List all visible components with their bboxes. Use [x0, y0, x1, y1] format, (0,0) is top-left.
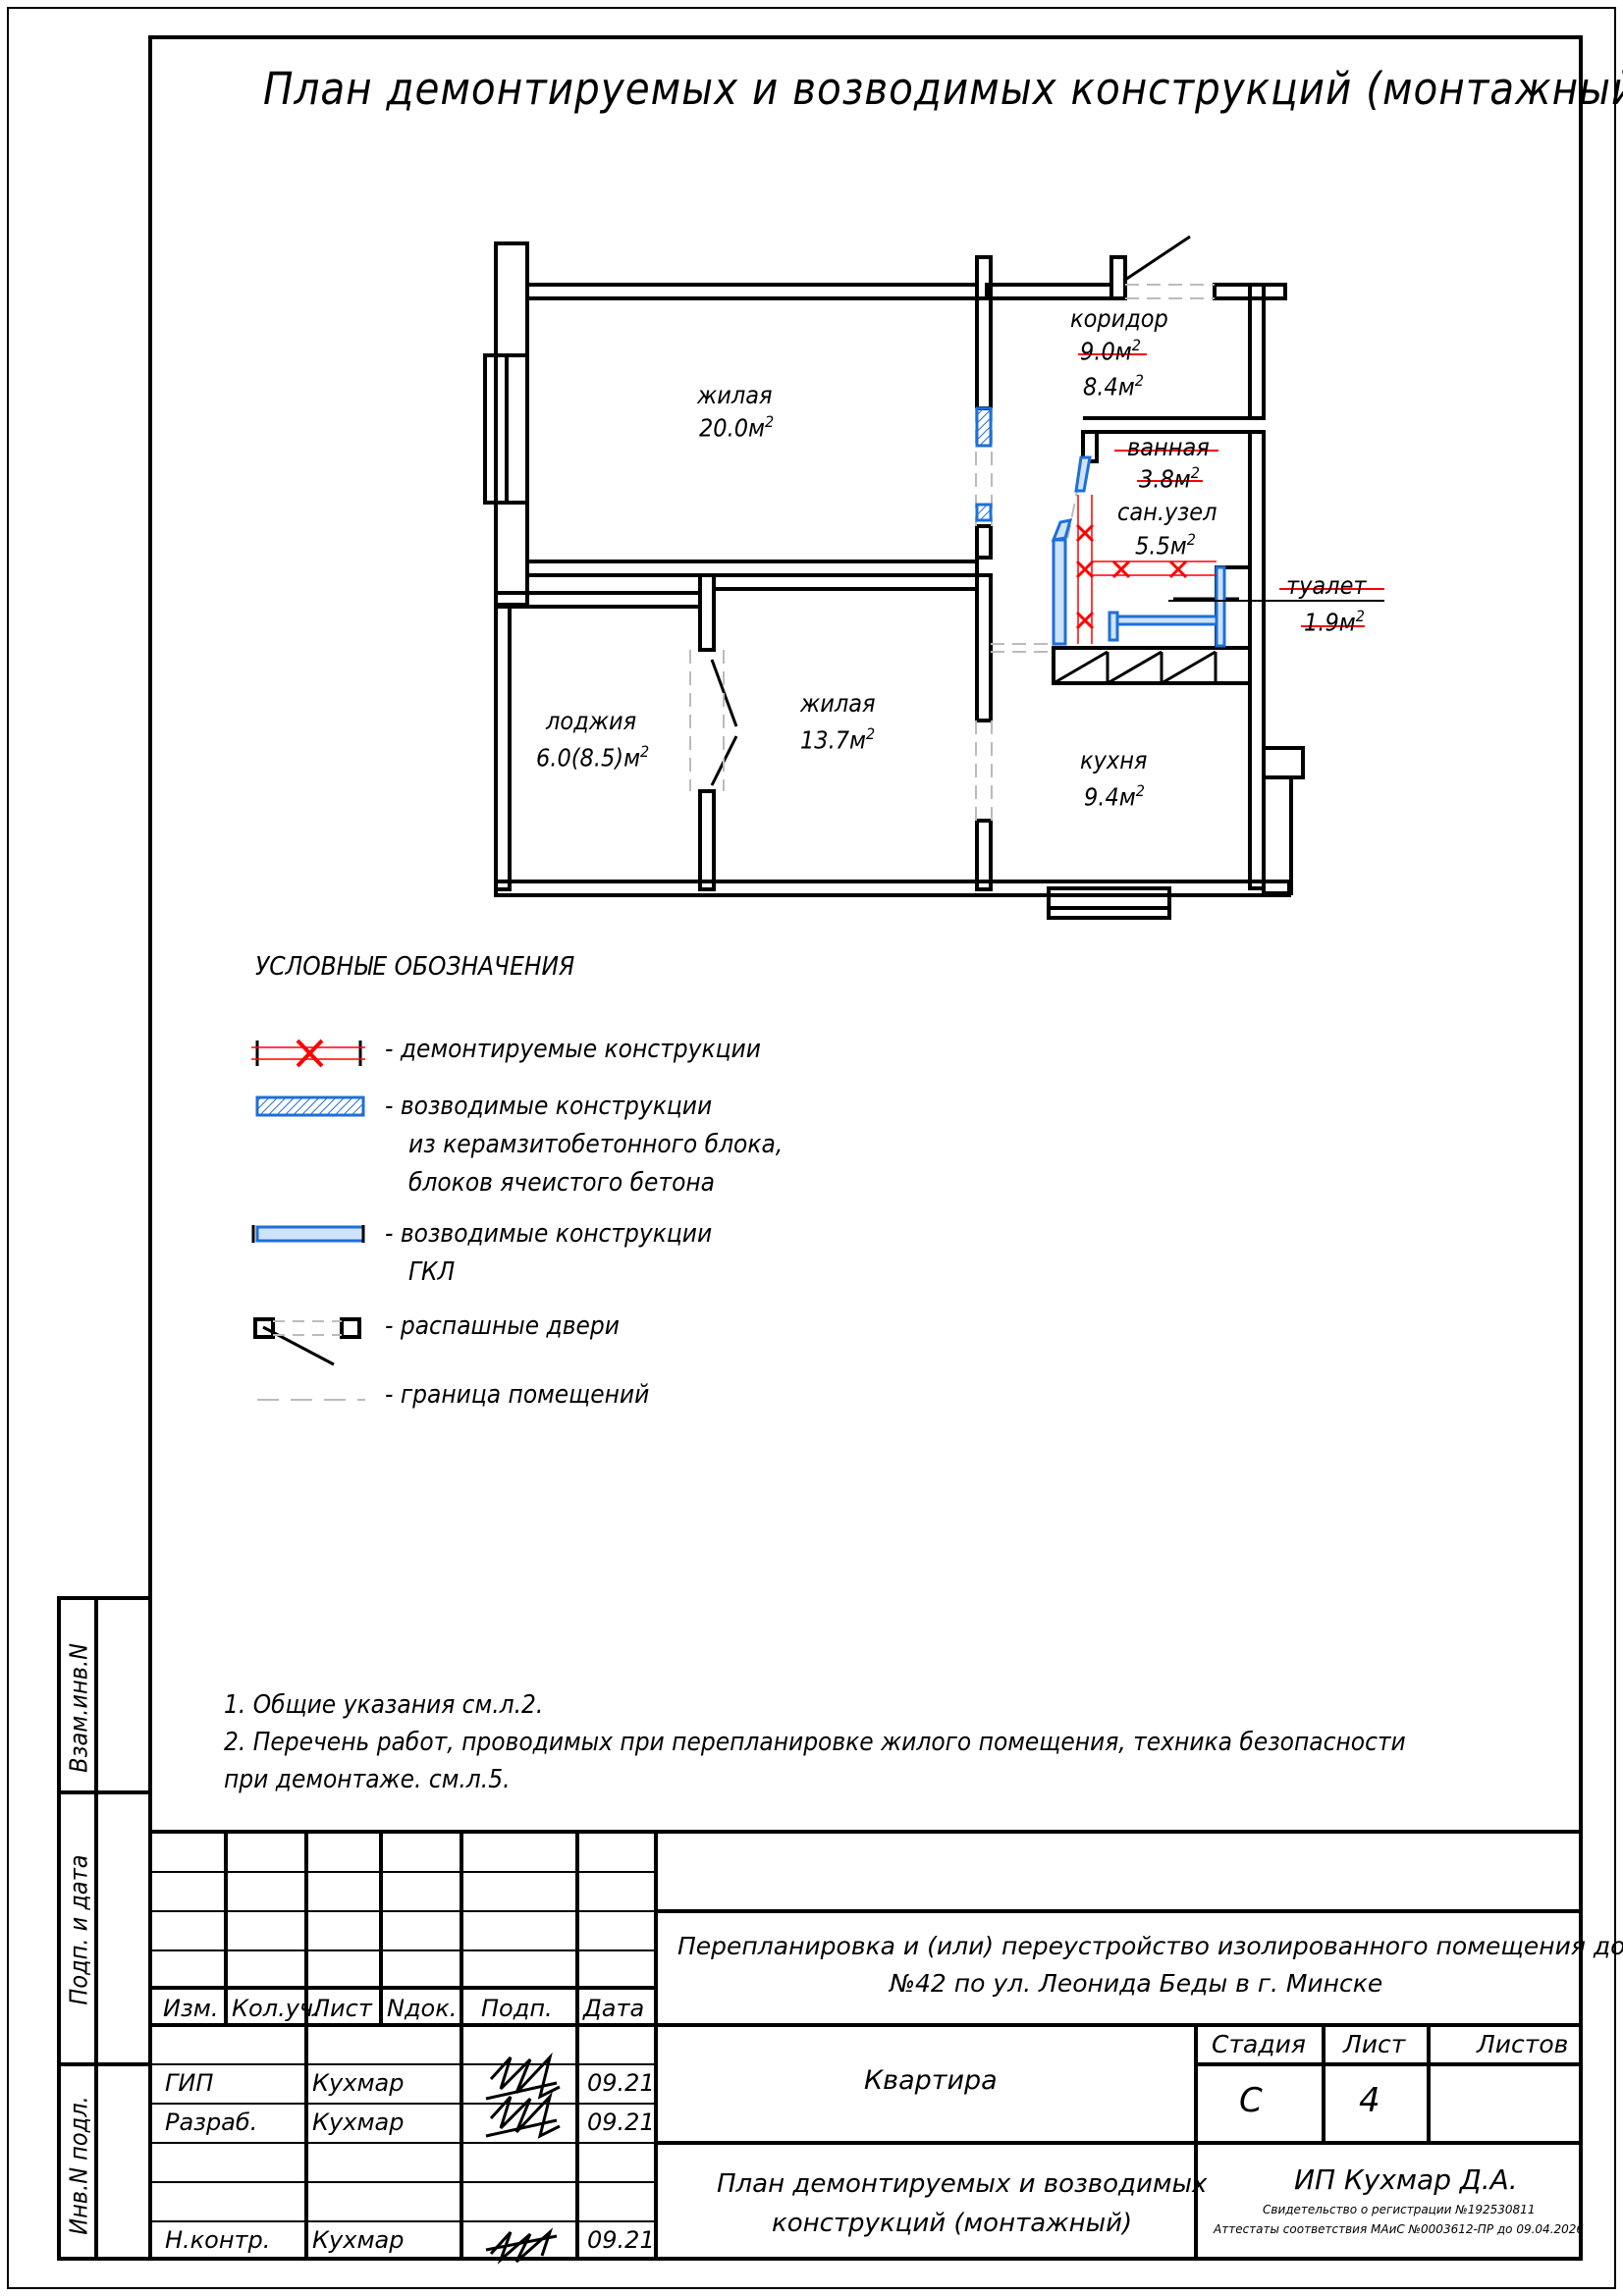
tb-cert2: Аттестаты соответствия МАиС №0003612-ПР … [1214, 2222, 1585, 2236]
tb-header-data: Дата [583, 1995, 645, 2022]
tb-header-kolutch: Кол.уч. [232, 1995, 321, 2022]
area-value: 6.0(8.5)м [536, 743, 641, 773]
tb-stage-label: Стадия [1212, 2030, 1306, 2058]
room-bath-old-name: ванная [1127, 433, 1210, 461]
area-sup: 2 [1135, 781, 1145, 800]
area-value: 5.5м [1135, 531, 1187, 561]
tb-sheet-label: Лист [1343, 2030, 1406, 2058]
room-kitchen-area: 9.4м2 [1084, 781, 1145, 811]
room-loggia-area: 6.0(8.5)м2 [536, 742, 649, 772]
tb-header-list: Лист [312, 1995, 372, 2022]
legend-heading: УСЛОВНЫЕ ОБОЗНАЧЕНИЯ [255, 952, 575, 982]
legend-line: блоков ячеистого бетона [408, 1168, 716, 1198]
tb-company: ИП Кухмар Д.А. [1294, 2163, 1518, 2196]
area-sup: 2 [765, 412, 775, 431]
tb-row-gip-role: ГИП [165, 2069, 214, 2097]
area-value: 8.4м [1083, 372, 1135, 401]
room-living1-name: жилая [697, 381, 773, 409]
area-value: 3.8м [1139, 464, 1191, 494]
area-sup: 2 [1131, 336, 1141, 354]
tb-stage-value: С [1239, 2081, 1263, 2120]
room-kitchen-name: кухня [1080, 746, 1148, 774]
legend-line: - возводимые конструкции [385, 1219, 713, 1249]
room-corridor-old-area: 9.0м2 [1080, 336, 1141, 365]
room-loggia-name: лоджия [546, 707, 637, 735]
stamp-inv: Инв.N подл. [64, 2096, 93, 2235]
tb-cert1: Свидетельство о регистрации №192530811 [1263, 2203, 1536, 2216]
room-toilet-area: 1.9м2 [1304, 607, 1365, 636]
signature-gip [485, 2052, 561, 2101]
note-1: 1. Общие указания см.л.2. [224, 1690, 544, 1720]
legend-line: - возводимые конструкции [385, 1092, 713, 1121]
legend-item-gkl: - возводимые конструкции ГКЛ [385, 1215, 712, 1292]
area-sup: 2 [1355, 607, 1365, 625]
room-bath-new-area: 5.5м2 [1135, 530, 1196, 560]
tb-sheets-label: Листов [1477, 2030, 1569, 2058]
tb-row-razrab-date: 09.21 [587, 2109, 655, 2136]
legend-item-boundary: - граница помещений [385, 1380, 650, 1410]
tb-row-gip-name: Кухмар [312, 2069, 405, 2097]
room-living1-area: 20.0м2 [699, 412, 774, 442]
legend-line: из керамзитобетонного блока, [408, 1130, 784, 1159]
signature-razrab [485, 2091, 561, 2139]
room-living2-area: 13.7м2 [800, 724, 875, 754]
tb-row-gip-date: 09.21 [587, 2069, 655, 2097]
room-corridor-area: 8.4м2 [1083, 371, 1144, 400]
area-value: 13.7м [800, 725, 867, 755]
tb-drawing-line1: План демонтируемых и возводимых [717, 2169, 1208, 2199]
area-sup: 2 [1134, 371, 1144, 390]
legend-item-door: - распашные двери [385, 1311, 620, 1341]
room-bath-old-area: 3.8м2 [1139, 463, 1200, 493]
floor-plan [483, 235, 1384, 920]
tb-project-line1: Перепланировка и (или) переустройство из… [677, 1932, 1623, 1960]
tb-row-nkontr-role: Н.контр. [165, 2226, 271, 2254]
room-toilet-name: туалет [1286, 571, 1367, 600]
tb-drawing-line2: конструкций (монтажный) [772, 2209, 1133, 2238]
legend-item-demolish: - демонтируемые конструкции [385, 1035, 761, 1064]
note-2: 2. Перечень работ, проводимых при перепл… [224, 1728, 1406, 1757]
area-value: 9.0м [1080, 337, 1132, 366]
drawing-title: План демонтируемых и возводимых конструк… [263, 63, 1623, 115]
tb-row-razrab-name: Кухмар [312, 2109, 405, 2136]
stamp-vzam: Взам.инв.N [64, 1643, 93, 1773]
area-sup: 2 [1190, 463, 1200, 482]
tb-row-nkontr-name: Кухмар [312, 2226, 405, 2254]
room-living2-name: жилая [800, 689, 876, 718]
side-stamp [57, 1596, 152, 2261]
tb-project-line2: №42 по ул. Леонида Беды в г. Минске [890, 1969, 1383, 1998]
area-value: 1.9м [1304, 608, 1356, 637]
area-sup: 2 [640, 742, 650, 761]
note-2-cont: при демонтаже. см.л.5. [224, 1765, 511, 1794]
title-block-grid [150, 1830, 1581, 2259]
legend-item-block: - возводимые конструкции из керамзитобет… [385, 1088, 783, 1202]
area-sup: 2 [866, 724, 876, 743]
tb-row-nkontr-date: 09.21 [587, 2226, 655, 2254]
tb-header-ndok: Nдок. [387, 1995, 458, 2022]
tb-object: Квартира [864, 2065, 998, 2096]
room-corridor-name: коридор [1070, 304, 1168, 333]
room-living1: жилая [697, 381, 773, 409]
legend-line: ГКЛ [408, 1257, 456, 1287]
tb-sheet-value: 4 [1359, 2081, 1380, 2120]
signature-nkontr [485, 2227, 558, 2265]
outer-border [7, 7, 1616, 2289]
area-value: 20.0м [699, 413, 766, 443]
inner-frame [148, 35, 1583, 2261]
tb-header-podp: Подп. [481, 1995, 553, 2022]
legend-symbols [251, 1039, 365, 1401]
area-sup: 2 [1186, 530, 1196, 549]
tb-row-razrab-role: Разраб. [165, 2109, 258, 2136]
room-bath-new-name: сан.узел [1117, 498, 1217, 526]
area-value: 9.4м [1084, 782, 1136, 812]
stamp-podp: Подп. и дата [64, 1854, 93, 2005]
tb-header-izm: Изм. [163, 1995, 219, 2022]
